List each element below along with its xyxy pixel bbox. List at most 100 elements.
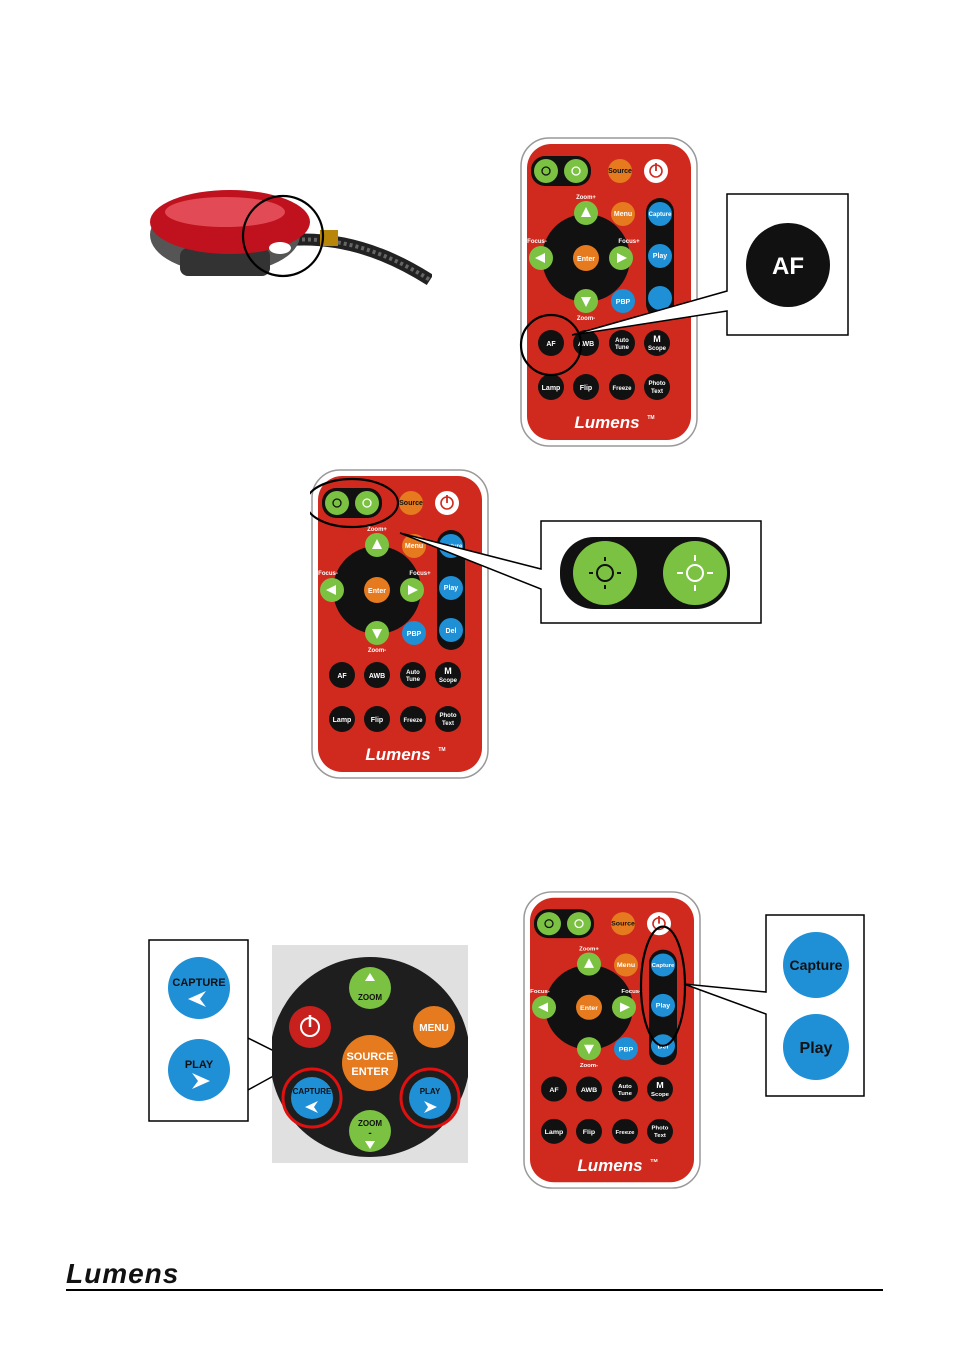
svg-text:ZOOM: ZOOM: [358, 1119, 382, 1128]
svg-text:Scope: Scope: [439, 678, 458, 684]
svg-text:Play: Play: [800, 1040, 833, 1057]
svg-text:AWB: AWB: [581, 1087, 597, 1094]
svg-text:-: -: [368, 1128, 371, 1139]
svg-text:SOURCE: SOURCE: [346, 1051, 393, 1063]
svg-text:Menu: Menu: [614, 211, 632, 218]
brightness-callout: [399, 520, 762, 624]
svg-text:Auto: Auto: [618, 1084, 632, 1090]
svg-text:Zoom-: Zoom-: [577, 316, 595, 322]
svg-text:PLAY: PLAY: [185, 1059, 214, 1071]
svg-text:Freeze: Freeze: [403, 718, 423, 724]
svg-text:Enter: Enter: [368, 588, 386, 595]
remote-control-1: Source Menu Capture Play Enter PBP Zoom+…: [519, 136, 699, 448]
svg-text:Tune: Tune: [406, 677, 421, 683]
svg-text:AWB: AWB: [578, 341, 594, 348]
af-callout: AF: [571, 193, 849, 336]
source-button[interactable]: Source: [608, 168, 632, 175]
svg-text:Text: Text: [654, 1133, 666, 1139]
svg-text:PLAY: PLAY: [420, 1087, 441, 1096]
svg-text:Del: Del: [446, 628, 457, 635]
play-button[interactable]: [409, 1077, 451, 1119]
svg-text:M: M: [656, 1080, 663, 1090]
svg-text:Focus+: Focus+: [621, 989, 643, 995]
svg-text:Source: Source: [611, 921, 635, 928]
svg-text:Focus+: Focus+: [618, 239, 640, 245]
af-button[interactable]: AF: [546, 341, 556, 348]
svg-text:Flip: Flip: [583, 1129, 595, 1136]
svg-text:Focus-: Focus-: [527, 239, 547, 245]
svg-text:Source: Source: [399, 500, 423, 507]
footer-logo: Lumens: [66, 1258, 179, 1290]
svg-text:Zoom-: Zoom-: [580, 1063, 598, 1069]
brand-logo: Lumens: [66, 1258, 180, 1289]
svg-text:Lamp: Lamp: [542, 385, 561, 392]
svg-text:Focus+: Focus+: [409, 571, 431, 577]
svg-text:Scope: Scope: [651, 1092, 670, 1098]
device-control-panel: + ZOOM MENU SOURCE ENTER CAPTURE PLAY ZO…: [272, 945, 468, 1163]
svg-text:TM: TM: [647, 415, 654, 421]
svg-text:ENTER: ENTER: [351, 1066, 388, 1078]
svg-text:Play: Play: [444, 585, 459, 592]
svg-text:Capture: Capture: [790, 957, 843, 973]
svg-text:Photo: Photo: [440, 713, 457, 719]
svg-text:Auto: Auto: [615, 338, 629, 344]
svg-text:Lumens: Lumens: [574, 413, 639, 432]
svg-text:CAPTURE: CAPTURE: [293, 1087, 332, 1096]
svg-text:Enter: Enter: [580, 1005, 598, 1012]
svg-text:Capture: Capture: [652, 963, 675, 969]
svg-text:Play: Play: [656, 1002, 671, 1009]
svg-text:Flip: Flip: [371, 717, 383, 724]
zoom-plus-button[interactable]: [349, 967, 391, 1009]
svg-text:Scope: Scope: [648, 346, 667, 352]
svg-text:Tune: Tune: [618, 1091, 633, 1097]
svg-text:Lumens: Lumens: [365, 745, 430, 764]
svg-text:M: M: [653, 334, 661, 344]
svg-text:Flip: Flip: [580, 385, 592, 392]
svg-text:TM: TM: [438, 747, 445, 753]
svg-text:Zoom-: Zoom-: [368, 648, 386, 654]
svg-text:AF: AF: [549, 1087, 558, 1094]
svg-text:Zoom+: Zoom+: [576, 195, 596, 201]
svg-text:AWB: AWB: [369, 673, 385, 680]
svg-text:AF: AF: [337, 673, 347, 680]
capture-button[interactable]: [291, 1077, 333, 1119]
svg-text:Capture: Capture: [649, 212, 672, 218]
svg-text:CAPTURE: CAPTURE: [172, 977, 225, 989]
brightness-down-icon[interactable]: [589, 557, 621, 589]
svg-text:Freeze: Freeze: [616, 1130, 636, 1136]
remote-control-3: Source Menu Capture Play Del Enter PBP Z…: [522, 890, 702, 1190]
svg-text:Text: Text: [442, 721, 454, 727]
svg-text:MENU: MENU: [419, 1023, 448, 1034]
svg-text:AF: AF: [772, 253, 804, 280]
svg-text:PBP: PBP: [619, 1047, 634, 1054]
menu-button[interactable]: [413, 1006, 455, 1048]
svg-text:Tune: Tune: [615, 345, 630, 351]
svg-text:Photo: Photo: [649, 381, 666, 387]
svg-text:M: M: [444, 666, 452, 676]
brightness-up-icon[interactable]: [677, 555, 713, 591]
svg-text:Menu: Menu: [405, 543, 423, 550]
svg-text:Focus-: Focus-: [530, 989, 550, 995]
svg-text:PBP: PBP: [616, 299, 631, 306]
capture-play-callout: Capture Play: [683, 914, 865, 1097]
camera-head-image: [130, 140, 432, 318]
svg-text:ZOOM: ZOOM: [358, 993, 382, 1002]
svg-text:Del: Del: [658, 1044, 669, 1051]
svg-text:Menu: Menu: [617, 962, 635, 969]
svg-text:Lamp: Lamp: [333, 717, 352, 724]
svg-text:Zoom+: Zoom+: [367, 527, 387, 533]
remote-control-2: Source Menu Capture Play Del Enter PBP Z…: [304, 468, 490, 780]
svg-text:Play: Play: [653, 253, 668, 260]
svg-text:Text: Text: [651, 389, 663, 395]
source-enter-button[interactable]: [342, 1035, 398, 1091]
footer-rule: [66, 1289, 883, 1291]
device-button-callout: CAPTURE PLAY: [148, 939, 249, 1122]
svg-text:Zoom+: Zoom+: [579, 947, 599, 953]
svg-text:Auto: Auto: [406, 670, 420, 676]
zoom-minus-button[interactable]: [349, 1110, 391, 1152]
svg-text:Photo: Photo: [652, 1126, 669, 1132]
svg-text:Lumens: Lumens: [577, 1156, 642, 1175]
svg-text:Freeze: Freeze: [612, 386, 632, 392]
svg-text:PBP: PBP: [407, 631, 422, 638]
svg-text:Focus-: Focus-: [318, 571, 338, 577]
